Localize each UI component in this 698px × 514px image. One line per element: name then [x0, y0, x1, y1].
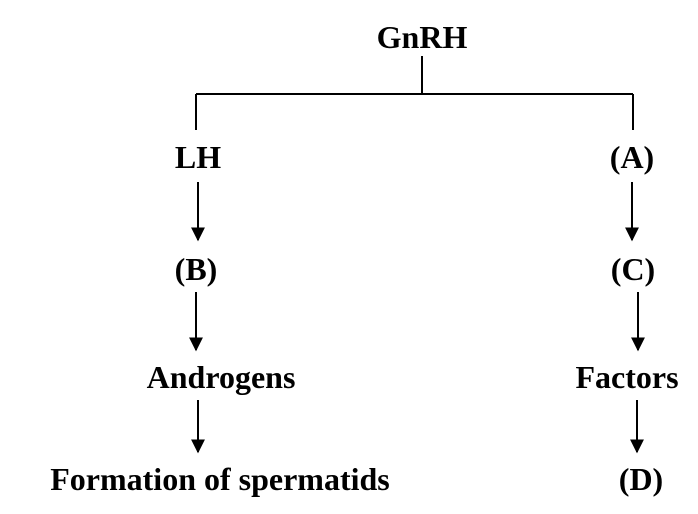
node-spermatids: Formation of spermatids — [50, 461, 390, 497]
node-b: (B) — [175, 251, 218, 287]
node-gnrh: GnRH — [377, 19, 468, 55]
node-lh: LH — [175, 139, 221, 175]
node-a: (A) — [610, 139, 654, 175]
node-factors: Factors — [575, 359, 678, 395]
node-d: (D) — [619, 461, 663, 497]
node-androgens: Androgens — [147, 359, 296, 395]
node-c: (C) — [611, 251, 655, 287]
